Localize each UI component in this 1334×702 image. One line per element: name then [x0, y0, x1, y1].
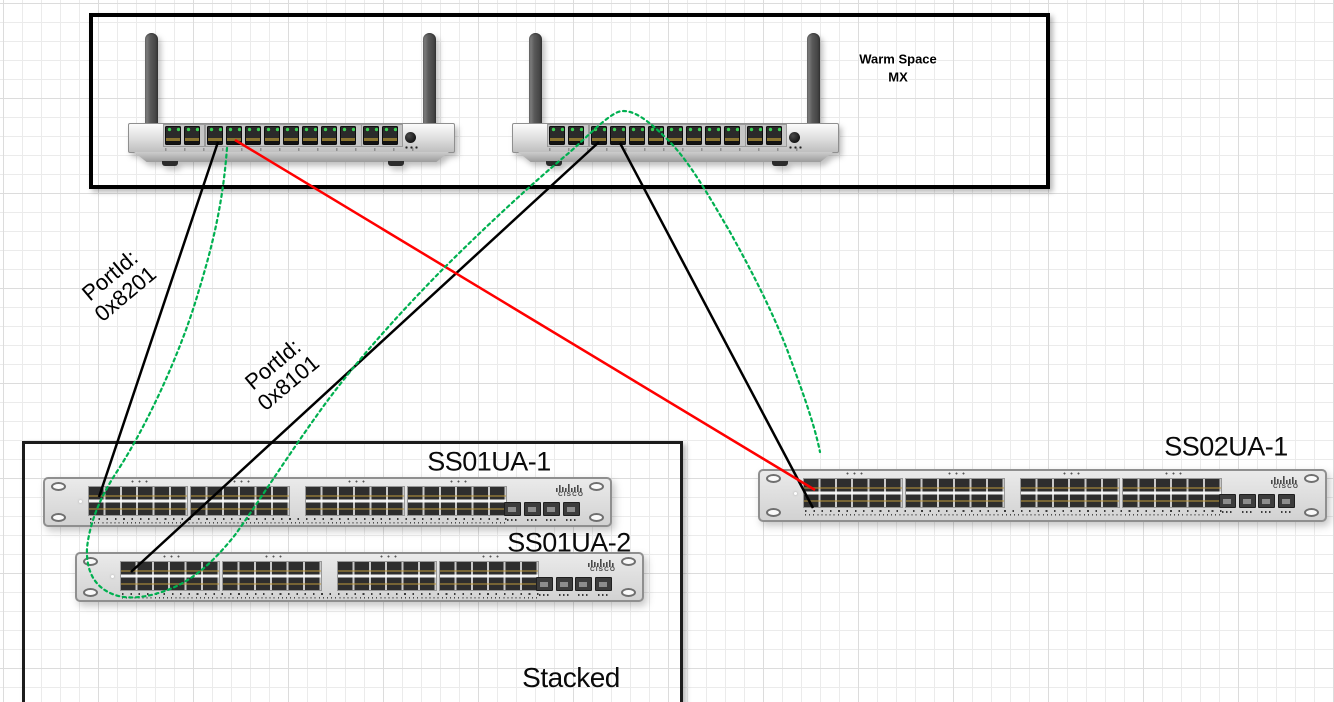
- sfp-port-icon: [543, 502, 560, 521]
- cisco-brand-text: CISCO: [1272, 483, 1300, 490]
- sfp-port-icon: [504, 502, 521, 521]
- sfp-port-icon: [594, 577, 612, 596]
- sfp-port-icon: [1258, 494, 1275, 513]
- cisco-logo-icon: CISCO: [551, 484, 591, 501]
- screw-icon: [1304, 474, 1319, 483]
- ethernet-port-icon: [591, 126, 607, 145]
- warm-space-label-line2: MX: [888, 69, 908, 84]
- screw-icon: [766, 508, 781, 517]
- label-ss01ua-2: SS01UA-2: [507, 527, 631, 558]
- status-led-icon: [79, 500, 82, 503]
- screw-icon: [51, 482, 66, 491]
- ethernet-port-icon: [264, 126, 280, 145]
- switch-port-group: [120, 555, 220, 591]
- ethernet-port-icon: [363, 126, 379, 145]
- warm-space-box-label: Warm Space MX: [859, 50, 937, 85]
- switch-port-group: [407, 480, 507, 516]
- mx-router-2: [512, 33, 839, 169]
- cisco-brand-text: CISCO: [589, 566, 617, 573]
- screw-icon: [589, 513, 604, 522]
- ethernet-port-icon: [165, 126, 181, 145]
- ethernet-port-icon: [648, 126, 664, 145]
- sfp-port-icon: [575, 577, 592, 596]
- ethernet-port-icon: [629, 126, 645, 145]
- sfp-port-icon: [523, 502, 541, 521]
- router-foot: [162, 161, 178, 166]
- switch-port-group: [1020, 472, 1120, 508]
- screw-icon: [1304, 508, 1319, 517]
- switch-port-group: [803, 472, 903, 508]
- screw-icon: [589, 482, 604, 491]
- power-button-icon: [789, 132, 800, 143]
- sfp-port-icon: [1277, 494, 1295, 513]
- ethernet-port-icon: [207, 126, 223, 145]
- ethernet-port-icon: [340, 126, 356, 145]
- sfp-port-icon: [562, 502, 580, 521]
- screw-icon: [766, 474, 781, 483]
- port-labels-marks: [549, 148, 799, 151]
- warm-space-label-line1: Warm Space: [859, 51, 937, 67]
- sfp-port-icon: [536, 577, 553, 596]
- port-led-ticks: [90, 518, 507, 524]
- cisco-bars-icon: [1271, 476, 1297, 484]
- switch-port-group: [1122, 472, 1222, 508]
- link-mx1-to-ss02ua1-red: [234, 138, 816, 492]
- ethernet-port-icon: [245, 126, 261, 145]
- ethernet-port-icon: [302, 126, 318, 145]
- ethernet-port-icon: [724, 126, 740, 145]
- ethernet-port-icon: [766, 126, 782, 145]
- cisco-logo-icon: CISCO: [1266, 476, 1306, 493]
- label-ss02ua-1: SS02UA-1: [1164, 431, 1288, 462]
- label-ss01ua-1: SS01UA-1: [427, 446, 551, 477]
- ethernet-port-icon: [226, 126, 242, 145]
- switch-port-group: [88, 480, 188, 516]
- mx-router-1: [128, 33, 455, 169]
- router-foot: [388, 161, 404, 166]
- screw-icon: [51, 513, 66, 522]
- port-labels-marks: [165, 148, 415, 151]
- router-foot: [546, 161, 562, 166]
- ethernet-port-icon: [686, 126, 702, 145]
- sfp-port-icon: [1219, 494, 1236, 513]
- router-foot: [772, 161, 788, 166]
- ethernet-port-icon: [705, 126, 721, 145]
- screw-icon: [83, 557, 98, 566]
- cisco-brand-text: CISCO: [557, 491, 585, 498]
- port-led-ticks: [122, 593, 539, 599]
- ethernet-port-icon: [382, 126, 398, 145]
- switch-ss01ua-2: CISCO: [75, 552, 644, 602]
- ethernet-port-icon: [283, 126, 299, 145]
- ethernet-port-icon: [568, 126, 584, 145]
- link-label-portid-0x8201: PortId: 0x8201: [75, 243, 161, 327]
- switch-port-group: [305, 480, 405, 516]
- status-led-icon: [111, 575, 114, 578]
- port-led-ticks: [805, 510, 1222, 516]
- ethernet-port-icon: [610, 126, 626, 145]
- cisco-logo-icon: CISCO: [583, 559, 623, 576]
- ethernet-port-icon: [667, 126, 683, 145]
- ethernet-port-icon: [549, 126, 565, 145]
- switch-ss02ua-1: CISCO: [758, 469, 1327, 522]
- status-led-icon: [794, 492, 797, 495]
- switch-ss01ua-1: CISCO: [43, 477, 612, 527]
- sfp-port-icon: [1238, 494, 1256, 513]
- switch-port-group: [337, 555, 437, 591]
- ethernet-port-icon: [747, 126, 763, 145]
- ethernet-port-icon: [321, 126, 337, 145]
- sfp-port-icon: [555, 577, 573, 596]
- switch-port-group: [905, 472, 1005, 508]
- ethernet-port-icon: [184, 126, 200, 145]
- switch-port-group: [190, 480, 290, 516]
- switch-port-group: [222, 555, 322, 591]
- link-label-portid-0x8101: PortId: 0x8101: [238, 332, 324, 416]
- power-button-icon: [405, 132, 416, 143]
- screw-icon: [621, 588, 636, 597]
- switch-port-group: [439, 555, 539, 591]
- label-stacked: Stacked: [522, 662, 620, 693]
- screw-icon: [83, 588, 98, 597]
